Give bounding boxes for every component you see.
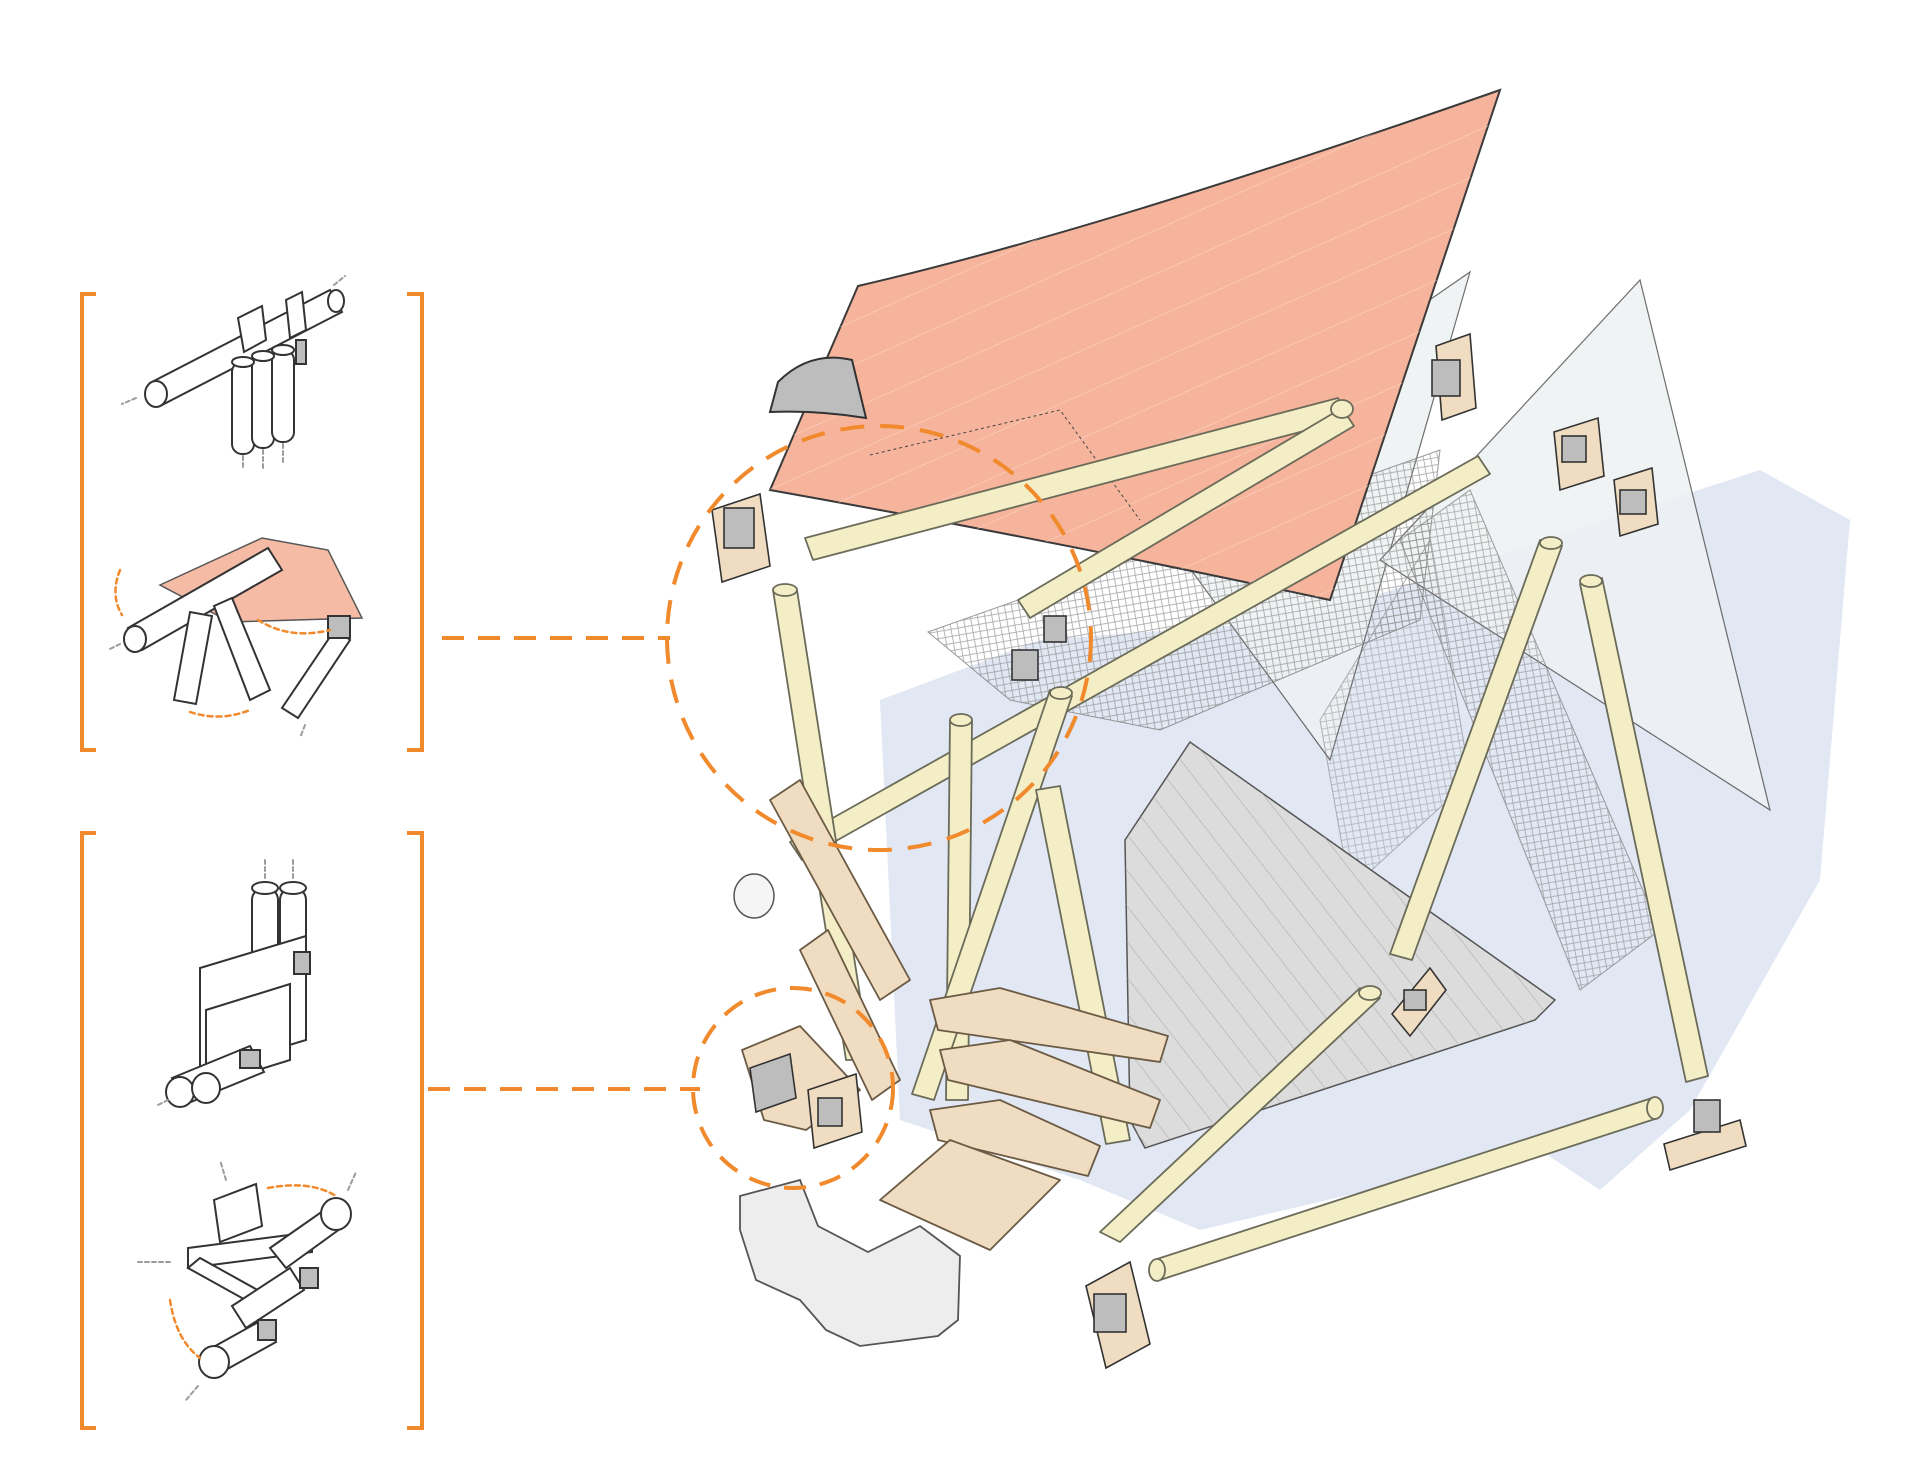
bracket-left-upper — [80, 292, 96, 752]
concrete-block — [739, 1178, 961, 1347]
bracket-far-right — [1663, 1099, 1747, 1172]
detail-panel-lower — [80, 831, 700, 1430]
metal-brackets — [711, 332, 1747, 1370]
canopy-texture — [770, 90, 1500, 600]
bracket-deck — [1390, 966, 1448, 1038]
bamboo-pole-diagonal-upper — [1017, 407, 1355, 619]
bracket-bottom — [1085, 1260, 1151, 1370]
plywood-step-lower — [929, 1099, 1101, 1177]
detail-panel-upper — [80, 275, 670, 752]
bracket-right-upper — [407, 292, 424, 752]
plywood-board-bottom — [879, 1139, 1061, 1251]
main-assembly — [665, 88, 1850, 1370]
canopy-flap — [768, 356, 868, 420]
bamboo-poles — [772, 397, 1709, 1282]
wooden-deck-boards — [1125, 742, 1555, 1148]
bracket-left-lower — [80, 831, 96, 1430]
bamboo-clamp-joint-icon — [121, 275, 346, 471]
bracket-right-lower — [407, 831, 424, 1430]
plywood-step-middle — [939, 1039, 1161, 1129]
rotating-bracket-joint-icon — [135, 1159, 357, 1401]
bracket-lower-left — [749, 1052, 863, 1150]
lower-joint-callout — [691, 986, 895, 1190]
canopy-hinge-joint-icon — [107, 537, 364, 739]
plywood-strip-left-b — [799, 929, 901, 1101]
plywood-bracket-joint-icon — [155, 857, 311, 1108]
membrane-panel-right — [1379, 278, 1771, 812]
upper-joint-callout — [665, 424, 1093, 852]
loose-sleeve — [733, 873, 775, 919]
bracket-top-right — [1431, 332, 1477, 422]
bracket-right-upper — [1553, 416, 1659, 538]
plywood-step-upper — [929, 987, 1169, 1063]
bracket-mid-clamp — [1011, 615, 1067, 681]
bracket-upper-left — [711, 492, 771, 584]
